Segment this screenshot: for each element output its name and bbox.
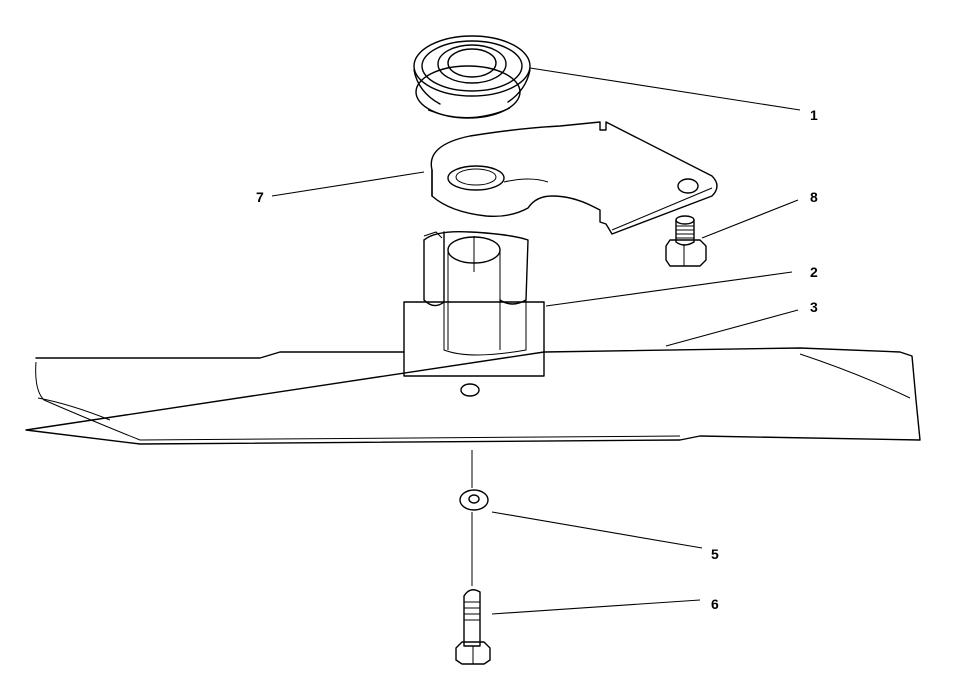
callout-6: 6 xyxy=(711,596,719,612)
callout-1: 1 xyxy=(810,107,818,123)
washer xyxy=(459,489,489,511)
callout-8: 8 xyxy=(810,189,818,205)
spindle-pulley xyxy=(413,35,531,119)
callout-3: 3 xyxy=(810,299,818,315)
assembly-axis xyxy=(471,236,475,586)
blade-bolt xyxy=(455,589,491,665)
callout-5: 5 xyxy=(711,546,719,562)
anti-scalp-bracket xyxy=(430,121,718,235)
cap-screw xyxy=(665,215,707,267)
callout-2: 2 xyxy=(810,264,818,280)
mower-blade xyxy=(25,347,921,445)
leader-lines xyxy=(271,67,801,615)
callout-7: 7 xyxy=(256,189,264,205)
